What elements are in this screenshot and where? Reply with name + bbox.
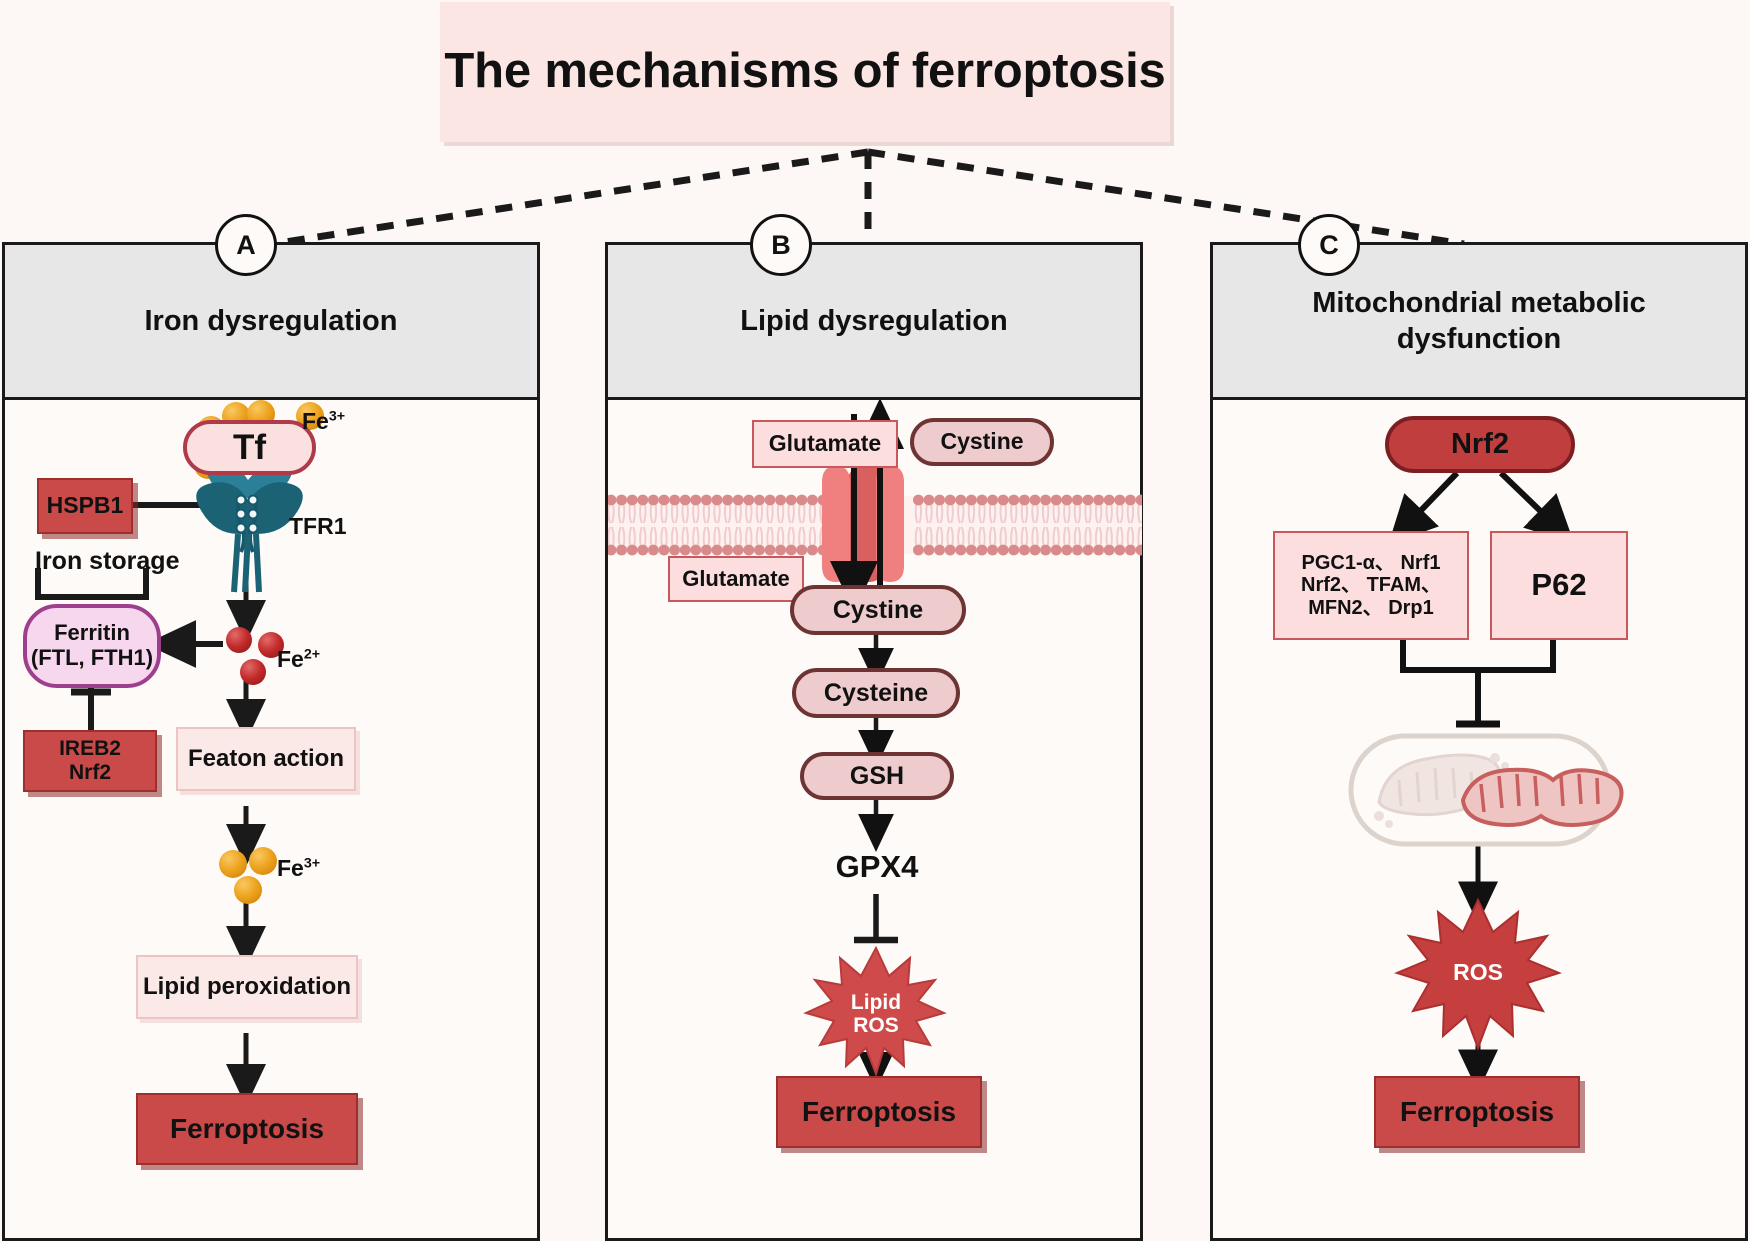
panel-c: Mitochondrial metabolic dysfunction <box>1210 242 1748 1241</box>
node-ferroptosis-c: Ferroptosis <box>1374 1076 1580 1148</box>
node-gene-list: PGC1-α、 Nrf1 Nrf2、 TFAM、 MFN2、 Drp1 <box>1273 531 1469 640</box>
node-cysteine: Cysteine <box>792 668 960 718</box>
node-p62: P62 <box>1490 531 1628 640</box>
label-tfr1: TFR1 <box>289 513 347 539</box>
panel-a-body: Tf Fe3+ TFR1 HSPB1 Iron storage Ferritin… <box>5 400 537 1238</box>
panel-c-heading: Mitochondrial metabolic dysfunction <box>1312 286 1646 355</box>
node-hspb1: HSPB1 <box>37 478 133 534</box>
ros-label: ROS <box>1453 959 1503 985</box>
panel-marker-c: C <box>1298 214 1360 276</box>
label-iron-storage: Iron storage <box>35 547 180 575</box>
node-ferroptosis-a: Ferroptosis <box>136 1093 358 1165</box>
label-fe3-top: Fe3+ <box>302 408 346 434</box>
panel-c-body: ROS Nrf2 PGC1-α、 Nrf1 Nrf2、 TFAM、 MFN2、 … <box>1213 400 1745 1238</box>
node-gpx4: GPX4 <box>835 848 919 884</box>
node-ireb2: IREB2 Nrf2 <box>23 730 157 792</box>
figure-title-box: The mechanisms of ferroptosis <box>440 2 1170 142</box>
panel-c-header: Mitochondrial metabolic dysfunction <box>1213 245 1745 400</box>
node-cystine-in: Cystine <box>790 585 966 635</box>
node-ferroptosis-b: Ferroptosis <box>776 1076 982 1148</box>
node-cystine-out: Cystine <box>910 418 1054 466</box>
label-fe3-mid: Fe3+ <box>277 855 321 881</box>
node-glutamate-in: Glutamate <box>668 556 804 602</box>
node-ferritin: Ferritin (FTL, FTH1) <box>23 604 161 688</box>
panel-b-header: Lipid dysregulation <box>608 245 1140 400</box>
panel-a-header: Iron dysregulation <box>5 245 537 400</box>
node-lipid-peroxidation: Lipid peroxidation <box>136 955 358 1019</box>
panel-a: Iron dysregulation <box>2 242 540 1241</box>
node-fenton-action: Featon action <box>176 727 356 791</box>
panel-marker-b: B <box>750 214 812 276</box>
lipid-ros-label: Lipid ROS <box>850 991 902 1037</box>
panel-marker-a: A <box>215 214 277 276</box>
node-gsh: GSH <box>800 752 954 800</box>
panel-a-heading: Iron dysregulation <box>144 304 398 337</box>
label-fe2: Fe2+ <box>277 646 321 672</box>
figure-title: The mechanisms of ferroptosis <box>444 44 1166 99</box>
node-glutamate-out: Glutamate <box>752 420 898 468</box>
panel-b-body: Lipid ROS Glutamate Cystine Glutamate Cy… <box>608 400 1142 1238</box>
node-nrf2: Nrf2 <box>1385 416 1575 473</box>
panel-b: Lipid dysregulation <box>605 242 1143 1241</box>
panel-b-heading: Lipid dysregulation <box>740 304 1008 337</box>
node-tf: Tf <box>183 420 316 475</box>
